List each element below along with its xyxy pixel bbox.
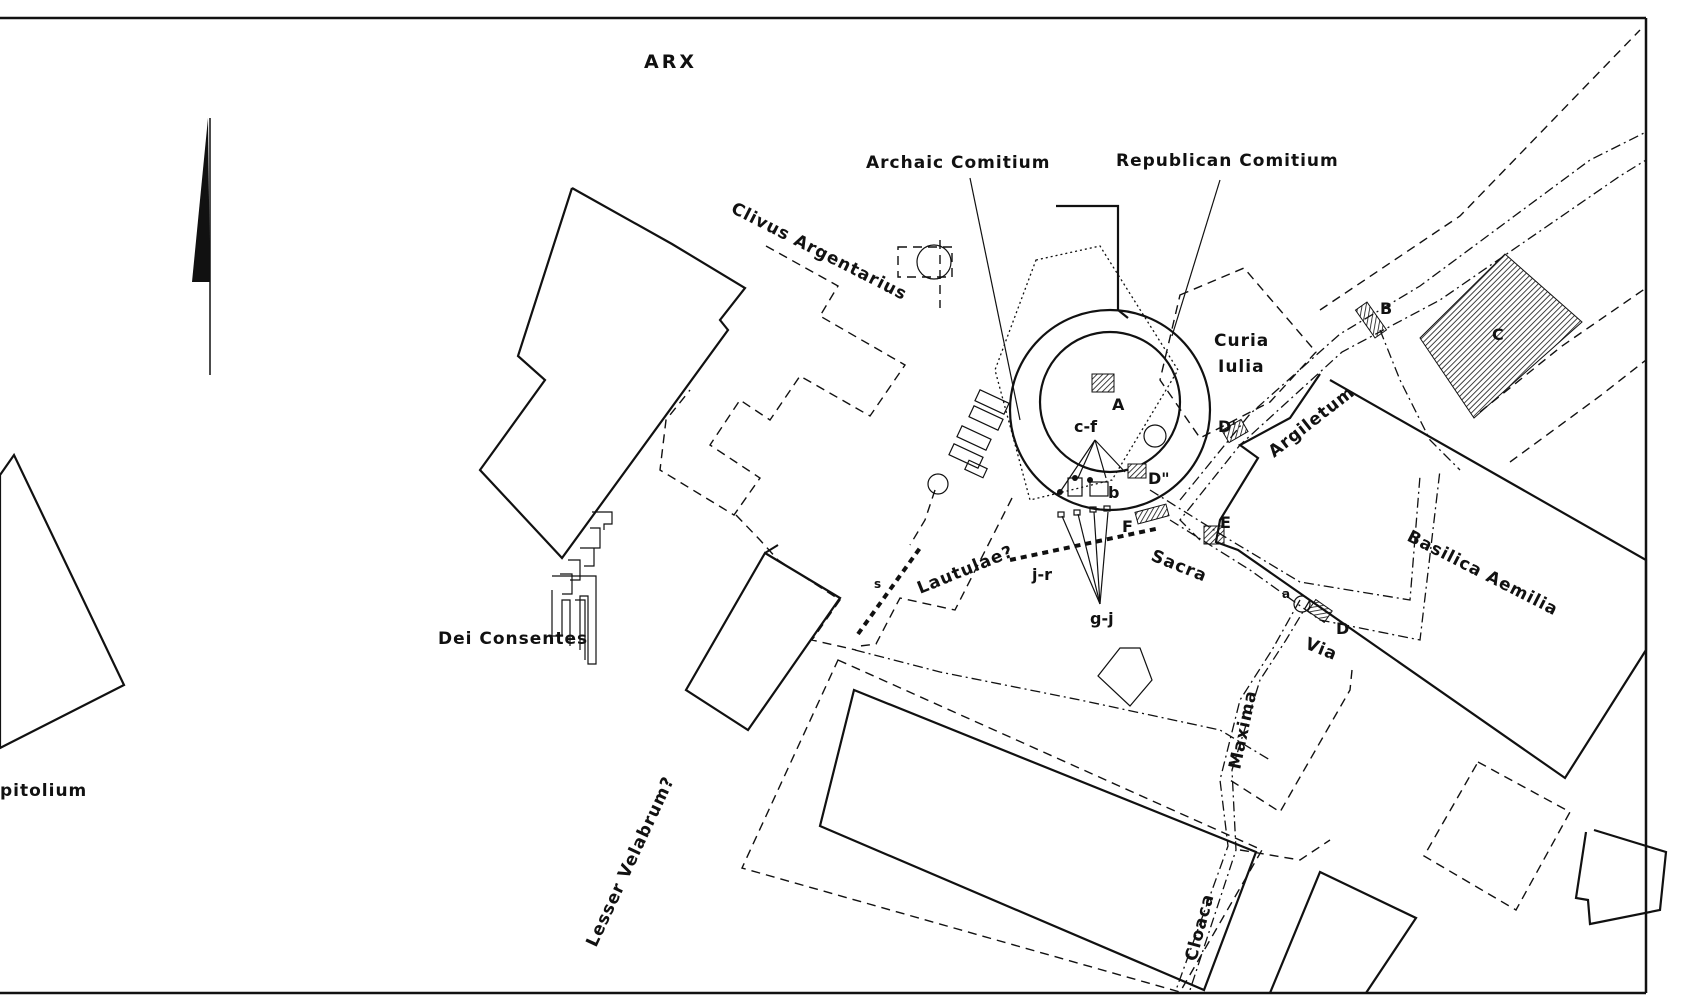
lautulae-dashed-outline	[859, 497, 1013, 647]
s-boundary	[856, 546, 922, 636]
label-capitolium: pitolium	[0, 781, 87, 801]
marker-D-double: D"	[1148, 469, 1170, 488]
label-clivus-argentarius: Clivus Argentarius	[728, 199, 911, 305]
map-frame	[0, 16, 1648, 995]
label-leader-lines	[969, 177, 1221, 421]
forum-dashed-boundary	[854, 649, 1271, 761]
argiletum-road-2	[1179, 159, 1647, 541]
vesta-building	[1574, 828, 1668, 926]
via-sacra-edge	[1169, 469, 1441, 641]
label-arx: ARX	[644, 51, 697, 73]
label-dei-consentes: Dei Consentes	[438, 629, 588, 649]
label-lesser-velabrum: Lesser Velabrum?	[582, 773, 679, 950]
marker-c-f: c-f	[1074, 417, 1098, 436]
lacus-curtius-outline	[1097, 647, 1153, 707]
label-curia-line2: Iulia	[1218, 357, 1265, 377]
argiletum-road-5	[1509, 359, 1647, 463]
label-maxima: Maxima	[1225, 688, 1261, 771]
monument-C-hatch	[1419, 253, 1583, 419]
monument-B-hatch	[1354, 301, 1388, 339]
marker-D: D	[1336, 619, 1349, 638]
temple-castor-building	[1268, 870, 1418, 994]
monument-A-hatch	[1091, 373, 1115, 393]
j-r-boundary	[1009, 526, 1161, 562]
argiletum-road-6	[1379, 329, 1461, 471]
basilica-iulia-dashed	[741, 659, 1263, 993]
label-archaic-comitium: Archaic Comitium	[866, 153, 1050, 173]
monument-D-prime-hatch	[1221, 418, 1249, 444]
capitolium-building	[0, 452, 126, 750]
dei-consentes-porticus	[551, 511, 613, 665]
label-cloaca: Cloaca	[1182, 891, 1219, 963]
tabularium-building	[478, 187, 747, 560]
archaic-comitium-square	[994, 245, 1179, 501]
label-curia-line1: Curia	[1214, 331, 1269, 351]
cloaca-maxima-line-2	[1175, 599, 1301, 991]
label-via: Via	[1302, 634, 1340, 665]
argiletum-road-1	[1179, 131, 1647, 501]
basilica-iulia-building	[818, 688, 1258, 992]
marker-g-j: g-j	[1090, 609, 1114, 628]
marker-D-prime: D'	[1218, 417, 1236, 436]
north-arrow-icon	[192, 118, 211, 375]
marker-b: b	[1108, 483, 1119, 502]
basilica-aemilia-building	[1214, 373, 1648, 780]
carcer-building	[684, 551, 842, 732]
tullianum-structure	[897, 240, 953, 308]
regia-dashed	[1423, 761, 1571, 911]
label-lautulae: Lautulae?	[914, 542, 1016, 599]
marker-a-circle	[1293, 595, 1311, 613]
lapis-niger-marks	[1057, 439, 1126, 497]
small-circle-comitium	[1143, 424, 1167, 448]
label-republican-comitium: Republican Comitium	[1116, 151, 1339, 171]
marker-A: A	[1112, 395, 1125, 414]
temple-dashed-outline-lower	[735, 514, 857, 651]
temple-dashed-outline	[659, 245, 907, 516]
marker-E: E	[1220, 513, 1231, 532]
cloaca-maxima-line	[1189, 599, 1311, 991]
cloaca-lower-line	[1239, 839, 1331, 861]
marker-a: a	[1282, 587, 1290, 601]
monument-D-double-hatch	[1127, 463, 1147, 479]
forum-dashed-boundary-2	[1229, 669, 1353, 813]
label-argiletum: Argiletum	[1265, 382, 1359, 462]
monument-D-hatch	[1307, 598, 1333, 624]
republican-comitium-inner-circle	[1038, 330, 1182, 474]
marker-j-r: j-r	[1031, 565, 1052, 584]
via-sacra-edge-2	[1149, 475, 1421, 601]
marker-B: B	[1380, 299, 1392, 318]
g-j-pointer-lines	[1057, 505, 1111, 605]
curia-dashed-area	[1159, 267, 1317, 439]
marker-s: s	[874, 577, 881, 591]
argiletum-road-4	[1479, 287, 1647, 413]
lautulae-path	[909, 489, 936, 546]
argiletum-road-3	[1319, 29, 1641, 311]
marker-F: F	[1122, 517, 1133, 536]
label-sacra: Sacra	[1148, 546, 1210, 587]
curia-iulia-building	[1056, 204, 1129, 319]
marker-C: C	[1492, 325, 1504, 344]
monument-F-hatch	[1134, 503, 1170, 525]
rostra-steps	[927, 389, 1010, 495]
